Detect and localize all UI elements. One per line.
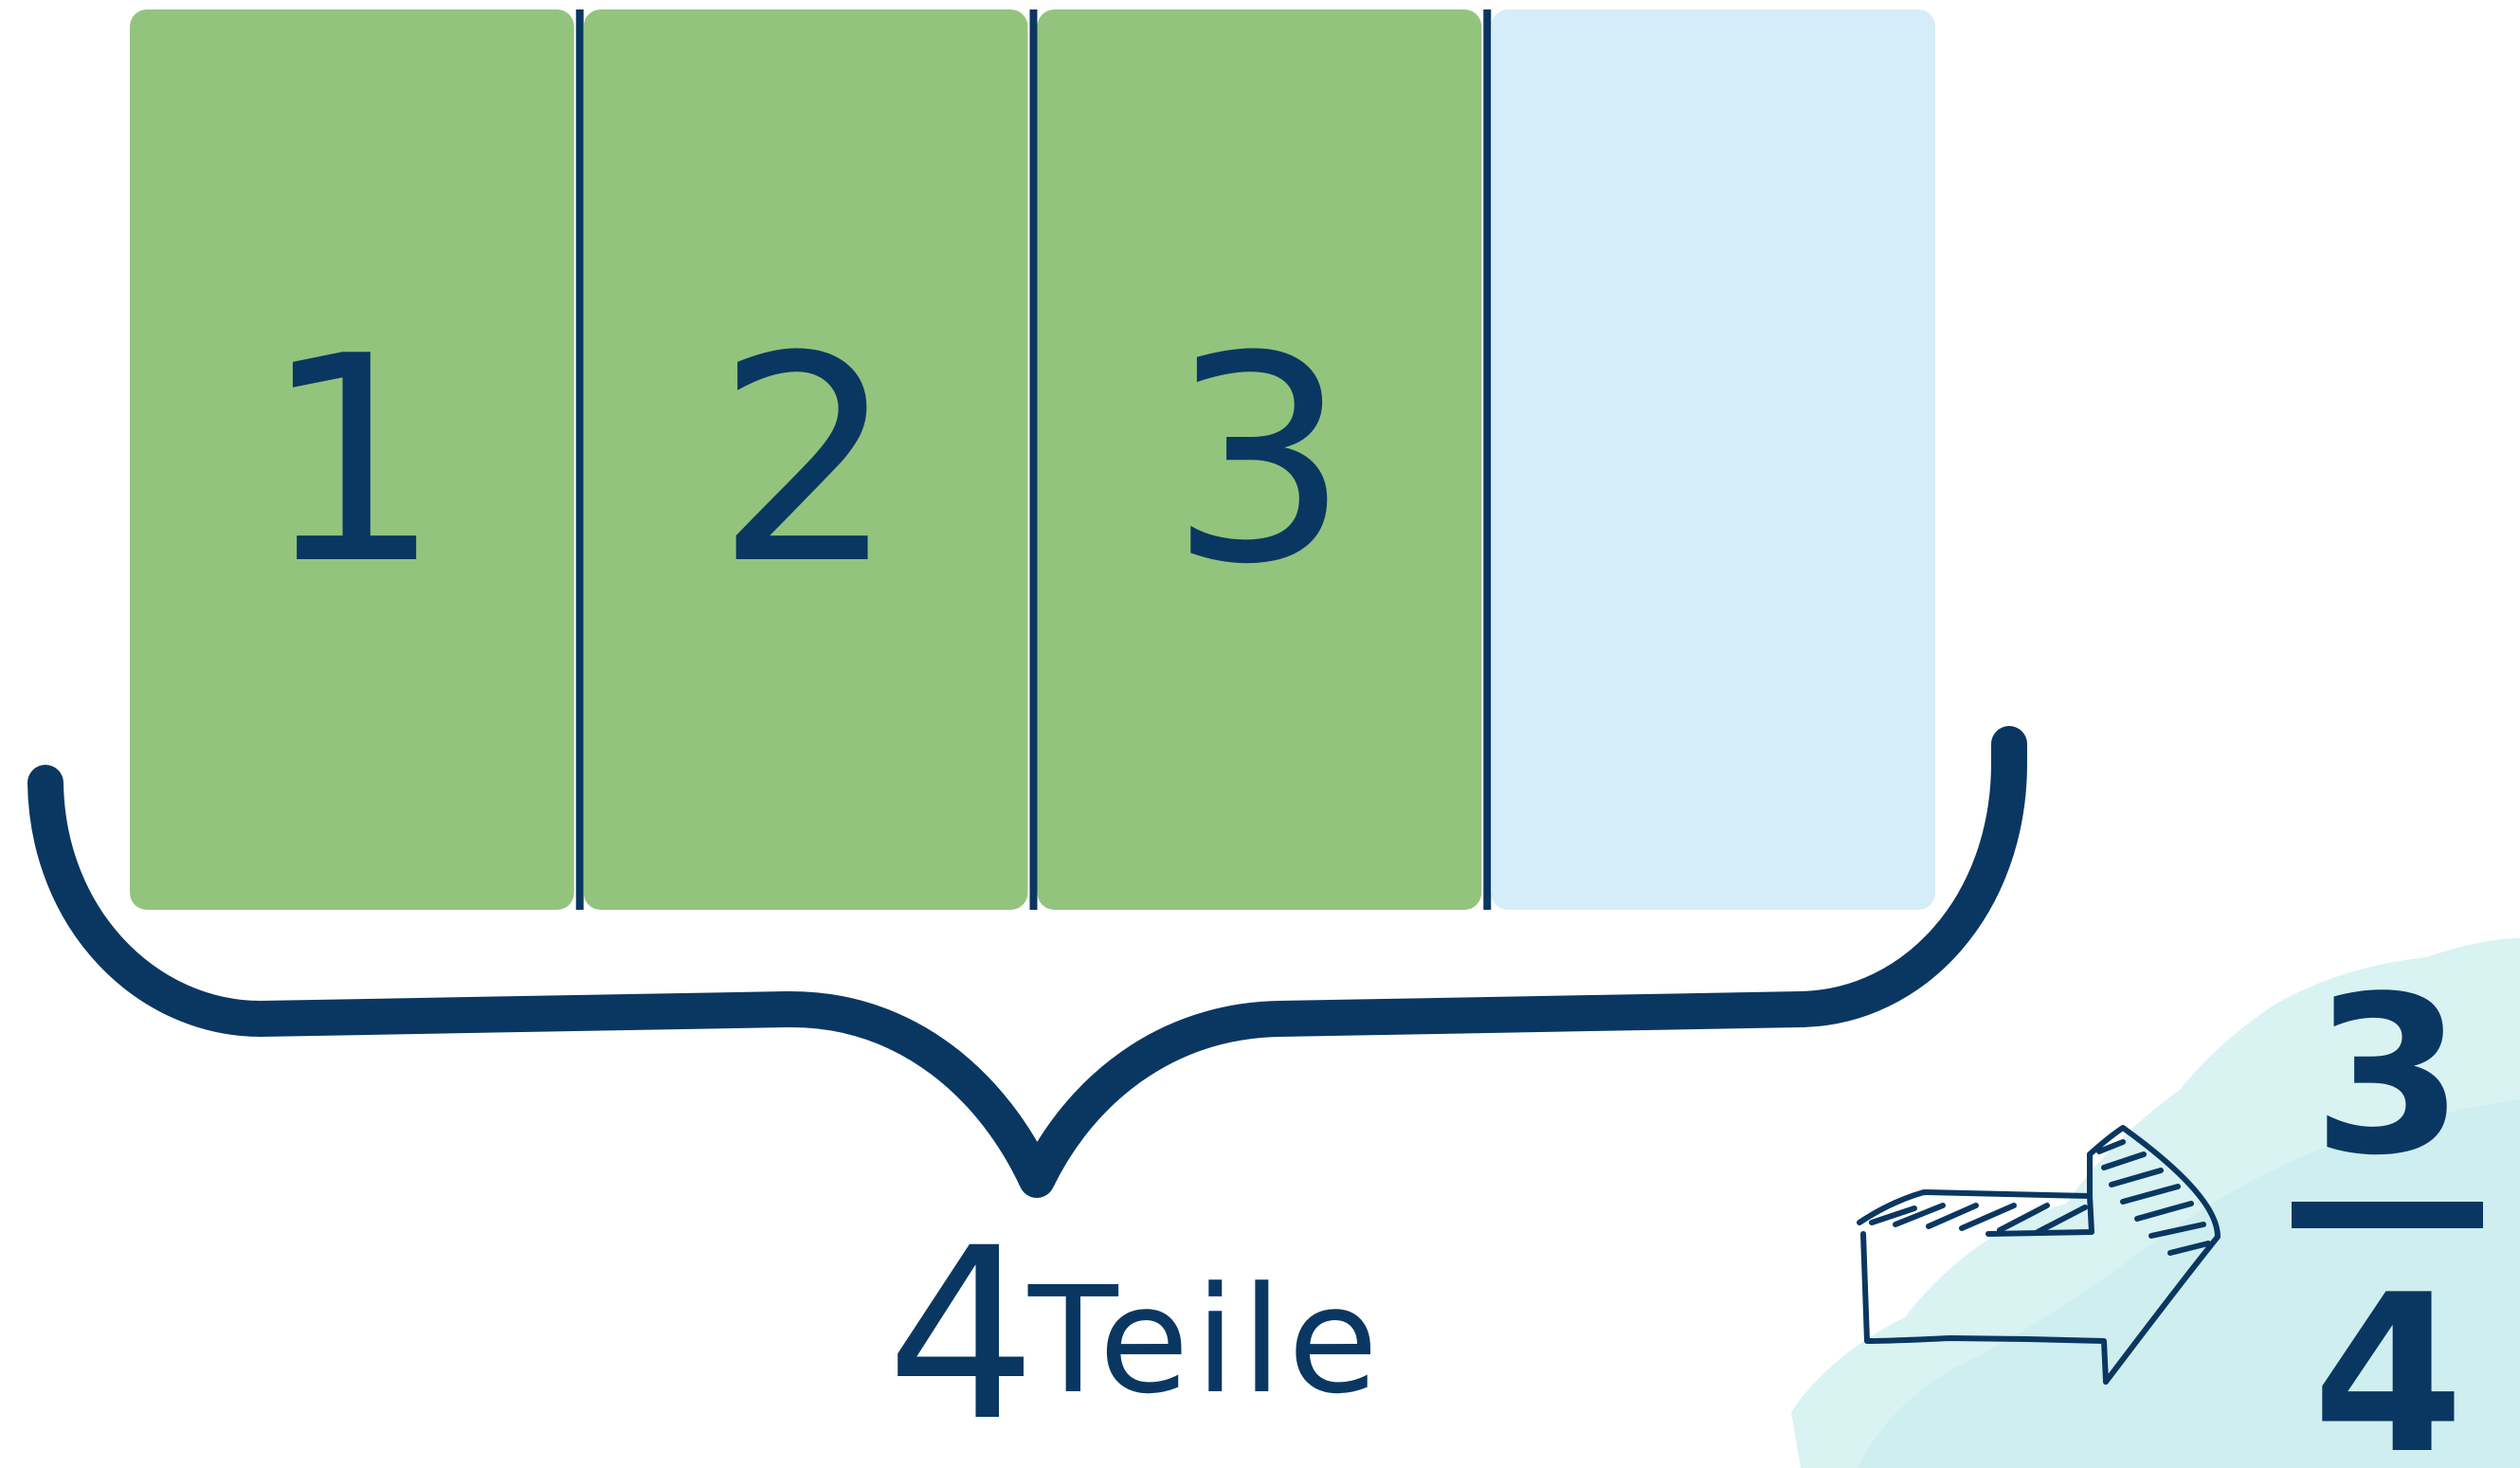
bar-divider-1 (575, 9, 584, 910)
bar-part-2 (583, 9, 1028, 910)
bar-part-label-1: 1 (262, 296, 443, 626)
bar-part-label-2: 2 (716, 296, 897, 626)
parts-count: 4 (886, 1197, 1037, 1468)
parts-word: Teile (1027, 1255, 1384, 1426)
hand-drawn-arrow-icon (1857, 1125, 2221, 1385)
bar-part-label-3: 3 (1169, 296, 1350, 626)
bar-part-3 (1037, 9, 1482, 910)
curly-brace-icon (27, 726, 2027, 1198)
bar-part-1 (130, 9, 574, 910)
fraction-numerator: 3 (2312, 951, 2464, 1204)
bar-divider-3 (1483, 9, 1492, 910)
fraction-denominator: 4 (2312, 1249, 2464, 1468)
watercolor-wash (1791, 938, 2520, 1468)
bar-divider-2 (1029, 9, 1038, 910)
fraction-line (2292, 1202, 2483, 1228)
bar-part-4 (1491, 9, 1935, 910)
